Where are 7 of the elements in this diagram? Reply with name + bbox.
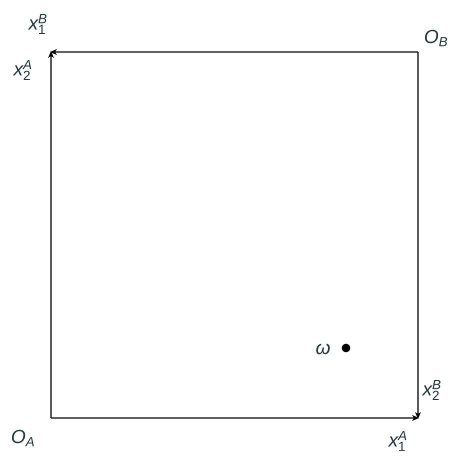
axis-label: $x_1^B$	[28, 14, 46, 34]
axis-label: $x_2^B$	[422, 380, 440, 400]
axis-label: $\omega$	[316, 344, 330, 354]
axis-label: $x_1^A$	[388, 431, 406, 451]
axis-label: $O_B$	[424, 30, 448, 46]
axis-label: $x_2^A$	[12, 60, 32, 80]
axis-label: $O_A$	[12, 430, 34, 446]
